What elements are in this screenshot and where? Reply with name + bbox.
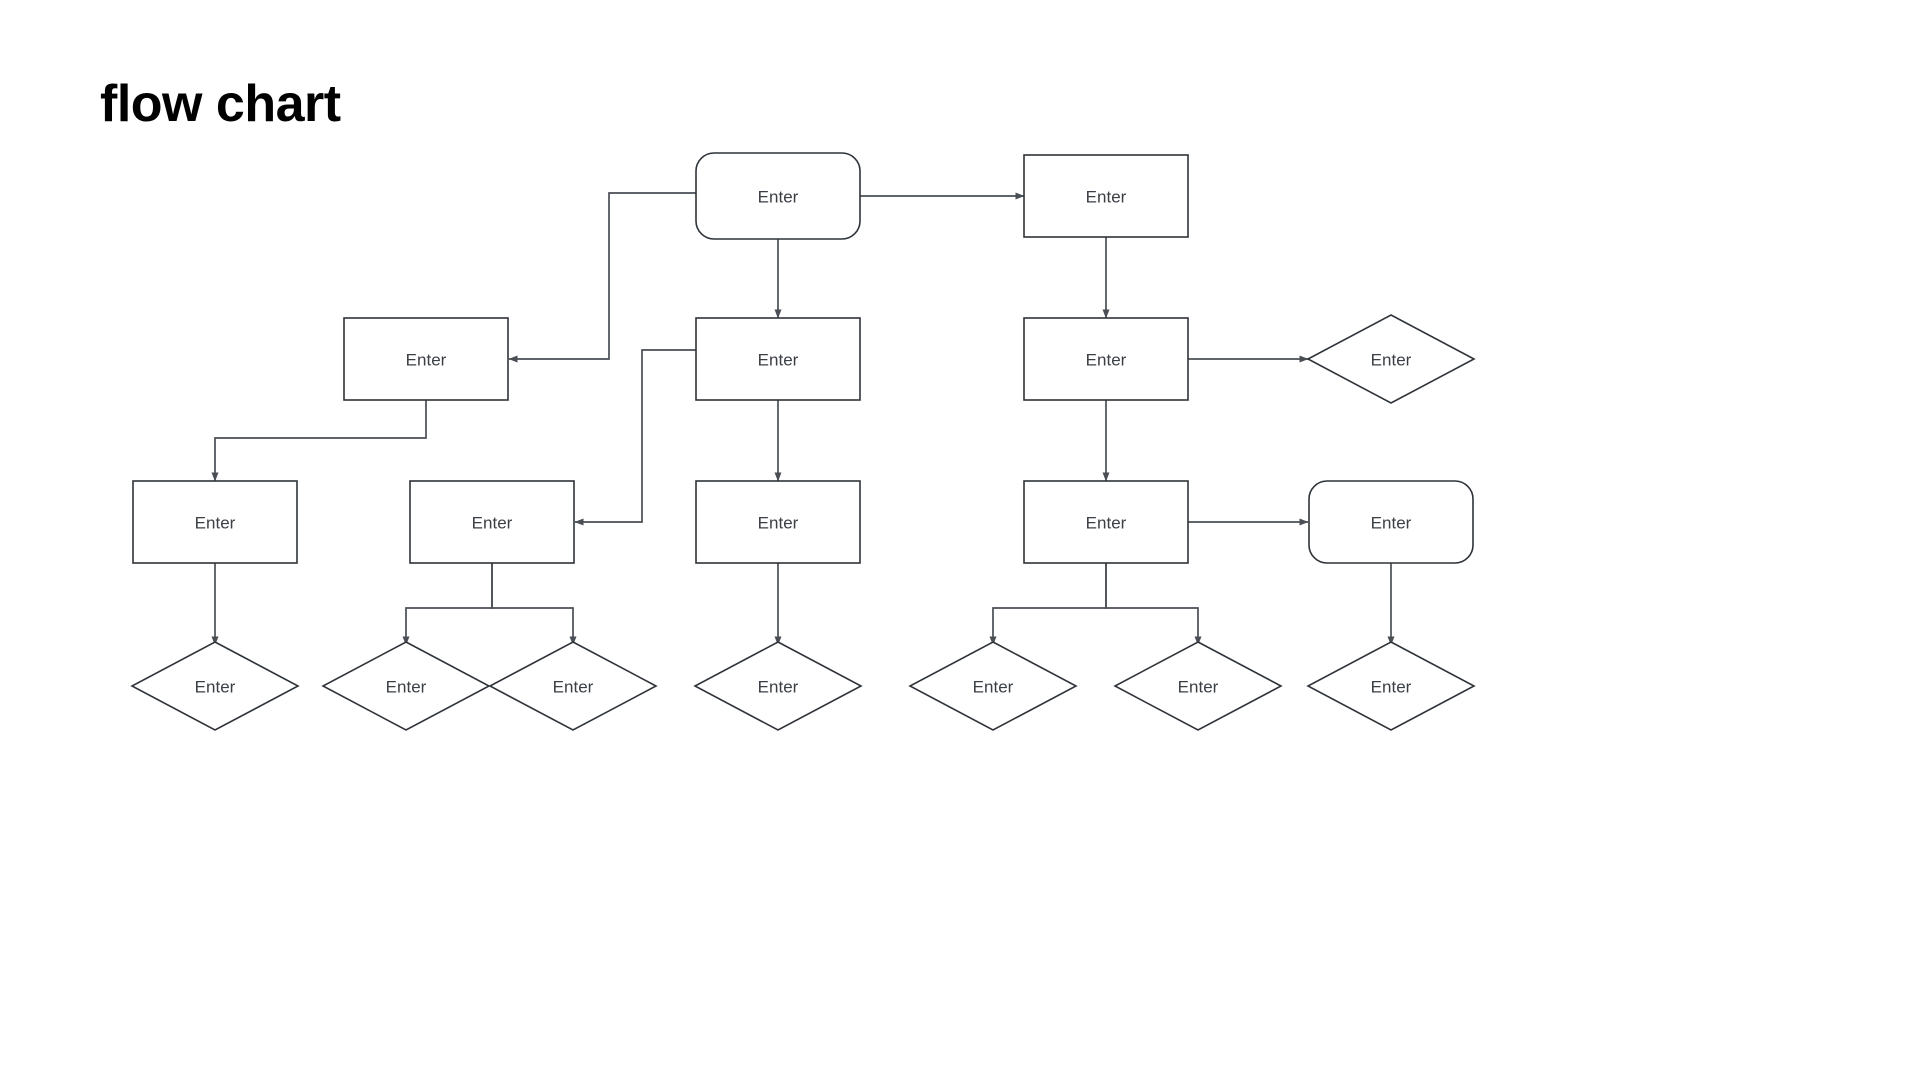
flow-node-rectangle[interactable]: Enter: [409, 480, 575, 564]
flow-node-rectangle[interactable]: Enter: [695, 480, 861, 564]
flow-node-rounded-rectangle[interactable]: Enter: [1308, 480, 1474, 564]
diamond-shape[interactable]: [130, 641, 300, 731]
rectangle-shape[interactable]: [1023, 317, 1189, 401]
flow-node-diamond[interactable]: Enter: [693, 641, 863, 731]
flow-connector[interactable]: [1105, 563, 1202, 646]
rounded-rectangle-shape[interactable]: [695, 152, 861, 240]
flow-node-rectangle[interactable]: Enter: [132, 480, 298, 564]
rectangle-shape[interactable]: [132, 480, 298, 564]
edge-layer: [211, 192, 1395, 646]
diamond-shape[interactable]: [488, 641, 658, 731]
flow-node-rectangle[interactable]: Enter: [695, 317, 861, 401]
flow-node-diamond[interactable]: Enter: [488, 641, 658, 731]
rectangle-shape[interactable]: [1023, 154, 1189, 238]
flow-node-rectangle[interactable]: Enter: [1023, 154, 1189, 238]
flow-connector[interactable]: [402, 563, 493, 646]
rectangle-shape[interactable]: [695, 480, 861, 564]
flow-node-diamond[interactable]: Enter: [1306, 641, 1476, 731]
flow-node-rectangle[interactable]: Enter: [343, 317, 509, 401]
flow-node-rounded-rectangle[interactable]: Enter: [695, 152, 861, 240]
flow-node-diamond[interactable]: Enter: [321, 641, 491, 731]
rectangle-shape[interactable]: [409, 480, 575, 564]
flow-node-rectangle[interactable]: Enter: [1023, 480, 1189, 564]
flow-connector[interactable]: [989, 563, 1107, 646]
flow-node-diamond[interactable]: Enter: [130, 641, 300, 731]
flow-connector[interactable]: [491, 563, 577, 646]
flow-node-rectangle[interactable]: Enter: [1023, 317, 1189, 401]
flow-connector[interactable]: [211, 400, 427, 482]
diamond-shape[interactable]: [1113, 641, 1283, 731]
flow-connector[interactable]: [574, 349, 696, 526]
diamond-shape[interactable]: [693, 641, 863, 731]
diamond-shape[interactable]: [321, 641, 491, 731]
diamond-shape[interactable]: [1306, 314, 1476, 404]
rectangle-shape[interactable]: [343, 317, 509, 401]
rectangle-shape[interactable]: [695, 317, 861, 401]
flow-connector[interactable]: [508, 192, 696, 363]
rounded-rectangle-shape[interactable]: [1308, 480, 1474, 564]
flow-node-diamond[interactable]: Enter: [908, 641, 1078, 731]
diamond-shape[interactable]: [908, 641, 1078, 731]
page-title: flow chart: [100, 75, 341, 133]
flow-node-diamond[interactable]: Enter: [1113, 641, 1283, 731]
diamond-shape[interactable]: [1306, 641, 1476, 731]
flow-node-diamond[interactable]: Enter: [1306, 314, 1476, 404]
rectangle-shape[interactable]: [1023, 480, 1189, 564]
